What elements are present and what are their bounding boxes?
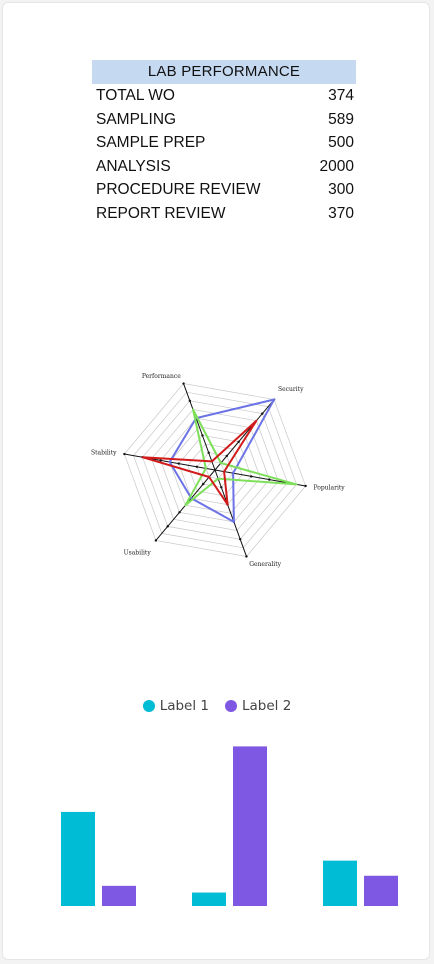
radar-axis-tick bbox=[261, 412, 264, 415]
radar-axis-tick bbox=[188, 399, 192, 403]
table-row: REPORT REVIEW 370 bbox=[92, 202, 356, 226]
bar-chart-legend: Label 1 Label 2 bbox=[0, 698, 434, 714]
radar-axis-tick bbox=[238, 537, 242, 541]
radar-axis-tick bbox=[154, 539, 158, 542]
legend-swatch-label-2 bbox=[225, 700, 237, 712]
row-label: TOTAL WO bbox=[96, 87, 175, 104]
row-value: 300 bbox=[328, 181, 354, 199]
radar-axis-line bbox=[183, 383, 216, 471]
radar-axis-tick bbox=[178, 511, 181, 514]
bar-group-1-series-1[interactable] bbox=[61, 811, 95, 906]
legend-item-label-1[interactable]: Label 1 bbox=[142, 698, 209, 714]
row-label: SAMPLING bbox=[96, 110, 177, 128]
row-label: ANALYSIS bbox=[96, 157, 171, 175]
legend-text-label-1: Label 1 bbox=[159, 698, 209, 714]
radar-axis-label: Popularity bbox=[313, 484, 345, 491]
table-row: ANALYSIS 2000 bbox=[92, 155, 356, 179]
row-label: SAMPLE PREP bbox=[96, 134, 206, 152]
radar-axis-tick bbox=[201, 434, 204, 437]
radar-axis-tick bbox=[268, 478, 271, 481]
legend-text-label-2: Label 2 bbox=[242, 698, 292, 714]
row-value: 500 bbox=[328, 134, 354, 152]
radar-axis-tick bbox=[166, 525, 169, 528]
table-row: SAMPLING 589 bbox=[92, 108, 356, 132]
table-title: LAB PERFORMANCE bbox=[92, 60, 356, 84]
radar-axis-tick bbox=[201, 482, 205, 486]
radar-axis-tick bbox=[195, 465, 199, 469]
legend-swatch-label-1 bbox=[142, 700, 155, 712]
bar-group-2-series-2[interactable] bbox=[233, 746, 267, 906]
bar-group-3-series-2[interactable] bbox=[364, 875, 398, 906]
radar-axis-tick bbox=[159, 459, 162, 462]
table-row: TOTAL WO 374 bbox=[92, 84, 356, 108]
radar-axis-label: Generality bbox=[249, 561, 281, 568]
table-row: PROCEDURE REVIEW 300 bbox=[92, 178, 356, 202]
radar-axis-tick bbox=[182, 382, 185, 385]
radar-series-0 bbox=[168, 398, 276, 523]
radar-axis-tick bbox=[220, 486, 223, 489]
row-value: 370 bbox=[328, 204, 354, 222]
row-label: REPORT REVIEW bbox=[96, 204, 226, 222]
radar-axis-label: Stability bbox=[91, 450, 117, 457]
row-label: PROCEDURE REVIEW bbox=[96, 181, 261, 199]
row-value: 589 bbox=[328, 110, 354, 128]
bar-group-3-series-1[interactable] bbox=[323, 860, 357, 906]
radar-series-2 bbox=[141, 419, 258, 506]
radar-axis-tick bbox=[237, 440, 240, 444]
radar-axis-label: Security bbox=[278, 386, 304, 393]
row-value: 374 bbox=[328, 87, 354, 104]
radar-axis-tick bbox=[304, 484, 307, 488]
legend-item-label-2[interactable]: Label 2 bbox=[225, 698, 291, 714]
bar-group-1-series-2[interactable] bbox=[102, 885, 136, 906]
radar-axis-tick bbox=[177, 462, 180, 465]
radar-axis-tick bbox=[123, 452, 126, 456]
bar-chart bbox=[61, 746, 398, 906]
radar-axis-line bbox=[214, 469, 247, 557]
row-value: 2000 bbox=[319, 157, 354, 175]
radar-axis-label: Performance bbox=[142, 373, 181, 380]
bar-group-2-series-1[interactable] bbox=[192, 892, 226, 906]
radar-axis-tick bbox=[225, 454, 229, 458]
radar-series-1 bbox=[184, 408, 298, 507]
radar-axis-line bbox=[214, 399, 275, 471]
radar-axis-tick bbox=[207, 451, 210, 454]
radar-axis-label: Usability bbox=[124, 550, 152, 557]
radar-axis-tick bbox=[250, 475, 253, 478]
radar-axis-tick bbox=[245, 555, 248, 558]
table-row: SAMPLE PREP 500 bbox=[92, 131, 356, 155]
